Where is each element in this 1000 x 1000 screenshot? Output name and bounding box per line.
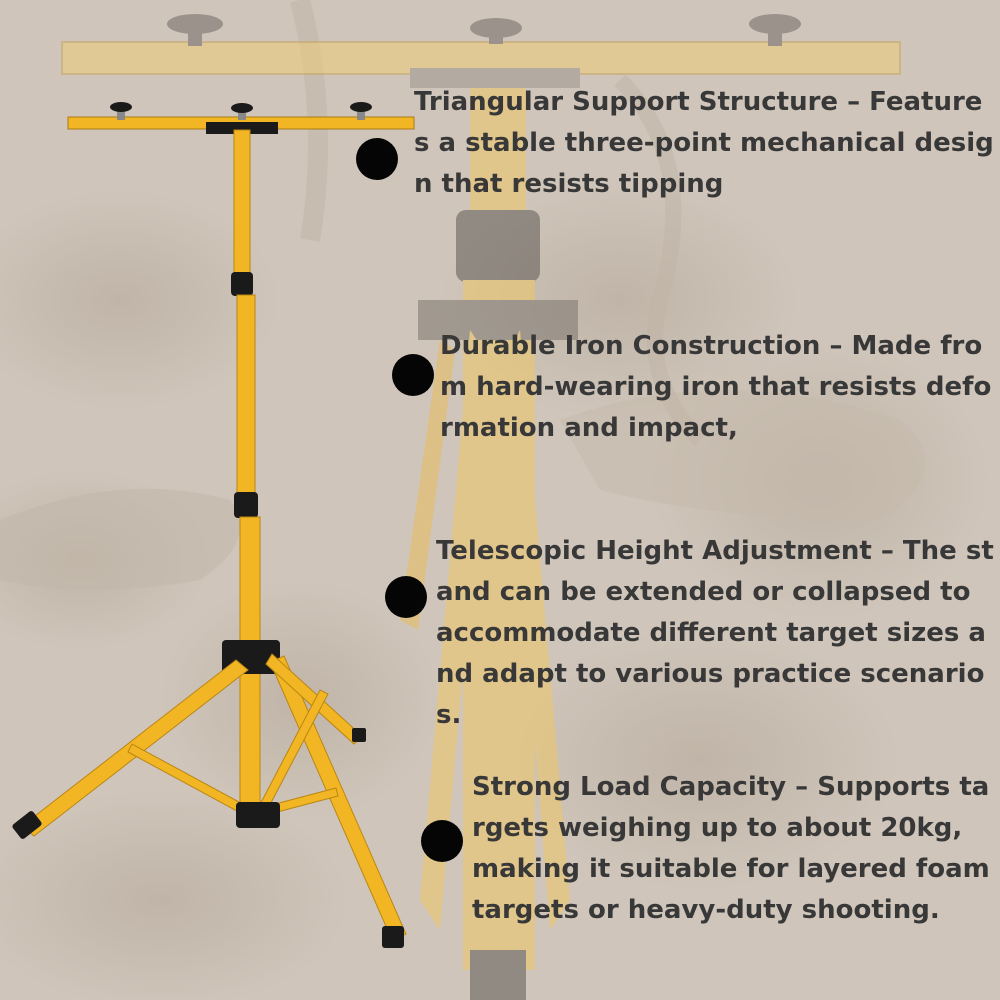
feature-text: Telescopic Height Adjustment – The stand… [436, 536, 994, 730]
bullet-dot-icon [356, 138, 398, 180]
bullet-dot-icon [421, 820, 463, 862]
tripod-stand-image [12, 102, 415, 948]
faded-stand-closeup-image [61, 14, 901, 1000]
feature-text: Durable Iron Construction – Made from ha… [440, 331, 992, 443]
bullet-dot-icon [392, 354, 434, 396]
feature-text: Triangular Support Structure – Features … [414, 87, 994, 199]
feature-text: Strong Load Capacity – Supports targets … [472, 772, 990, 925]
bullet-dot-icon [385, 576, 427, 618]
